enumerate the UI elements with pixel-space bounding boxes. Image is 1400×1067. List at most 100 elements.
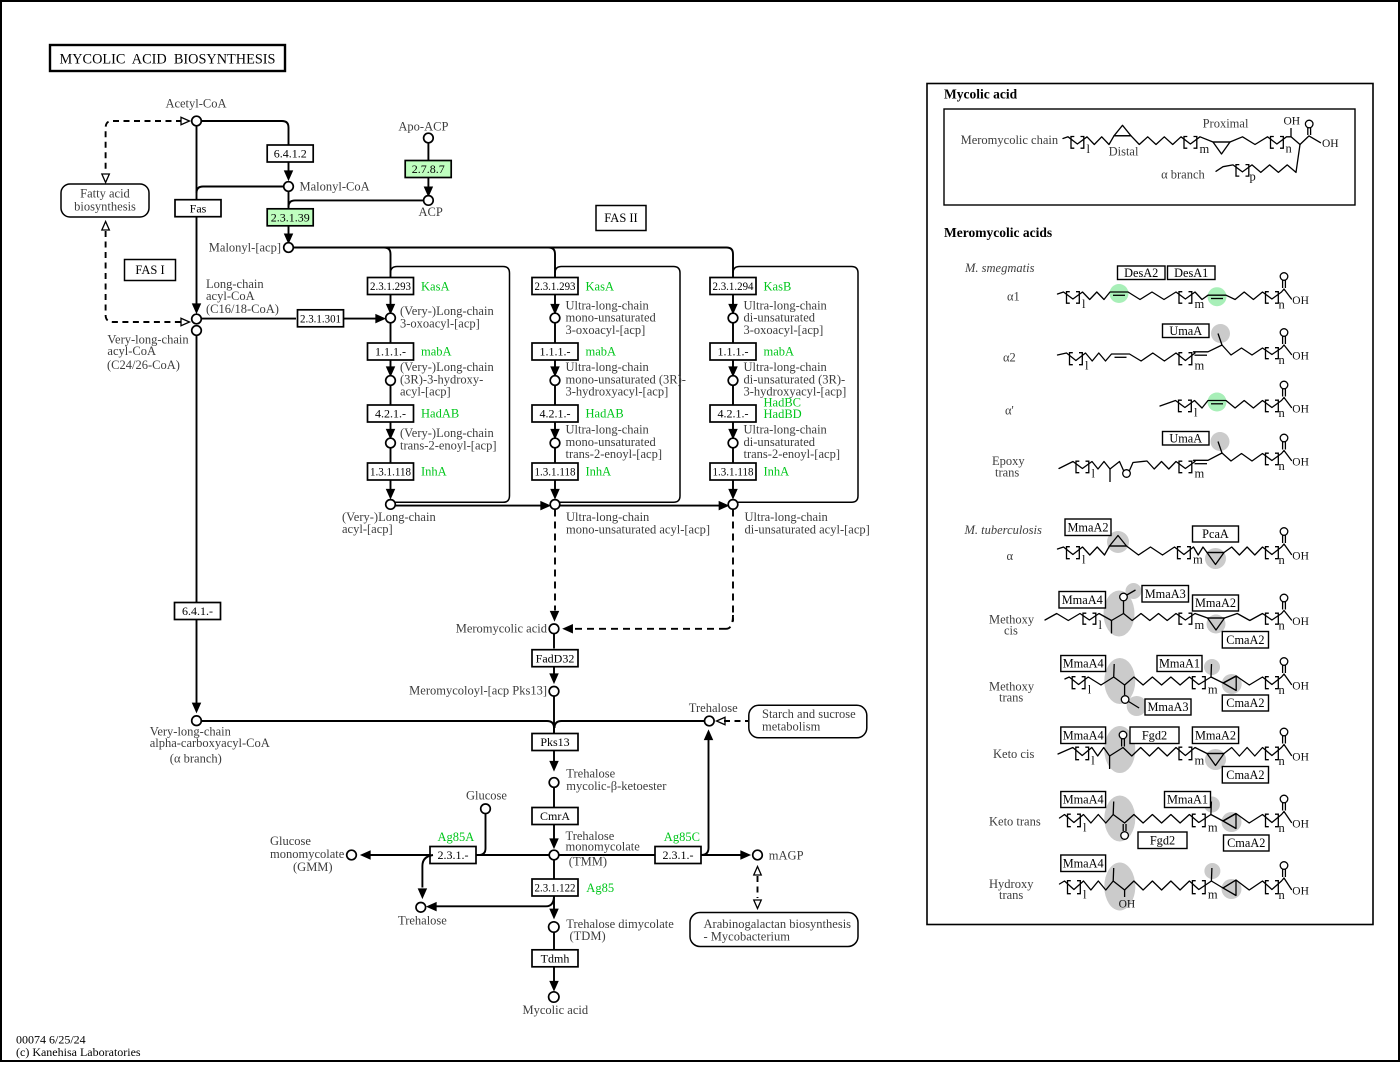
svg-text:M. smegmatis: M. smegmatis [964,261,1035,275]
svg-text:2.3.1.293: 2.3.1.293 [370,279,411,293]
svg-text:(C16/18-CoA): (C16/18-CoA) [206,302,279,316]
svg-text:(c) Kanehisa Laboratories: (c) Kanehisa Laboratories [16,1045,141,1059]
svg-text:Ultra-long-chain: Ultra-long-chain [566,360,650,374]
svg-text:l: l [1085,359,1089,373]
svg-text:Methoxy: Methoxy [989,613,1035,627]
svg-text:6.4.1.-: 6.4.1.- [182,604,213,618]
svg-text:2.3.1.-: 2.3.1.- [438,848,469,862]
svg-text:Hydroxy: Hydroxy [989,877,1034,891]
svg-text:Ag85A: Ag85A [438,830,475,844]
svg-text:n: n [1279,459,1286,473]
svg-text:1.1.1.-: 1.1.1.- [375,345,406,359]
svg-text:Arabinogalactan biosynthesis: Arabinogalactan biosynthesis [704,917,852,931]
svg-text:Very-long-chain: Very-long-chain [107,333,189,347]
svg-text:mabA: mabA [421,345,452,359]
svg-text:n: n [1279,406,1286,420]
svg-text:Fatty acid: Fatty acid [80,187,130,201]
svg-text:m: m [1195,467,1205,481]
svg-text:InhA: InhA [421,465,447,479]
svg-text:di-unsaturated: di-unsaturated [744,311,816,325]
svg-text:cis: cis [1004,624,1018,638]
svg-text:OH: OH [1292,551,1309,563]
svg-text:α2: α2 [1003,351,1016,365]
svg-text:l: l [1099,618,1103,632]
svg-text:m: m [1195,754,1205,768]
svg-text:mAGP: mAGP [769,849,804,863]
svg-text:l: l [1194,406,1198,420]
svg-text:mono-unsaturated: mono-unsaturated [566,435,657,449]
svg-text:UmaA: UmaA [1169,324,1202,338]
svg-text:n: n [1279,888,1286,902]
svg-text:Keto trans: Keto trans [989,814,1041,828]
svg-text:1.1.1.-: 1.1.1.- [540,345,571,359]
svg-text:Tdmh: Tdmh [541,952,570,966]
svg-text:Distal: Distal [1109,145,1139,159]
svg-text:Trehalose: Trehalose [689,701,738,715]
svg-text:n: n [1279,353,1286,367]
svg-text:Glucose: Glucose [270,834,311,848]
svg-text:FAS I: FAS I [135,263,164,277]
svg-text:OH: OH [1292,295,1309,307]
svg-text:OH: OH [1292,457,1309,469]
svg-text:l: l [1083,821,1087,835]
svg-text:Long-chain: Long-chain [206,277,264,291]
svg-text:m: m [1208,821,1218,835]
svg-text:Keto cis: Keto cis [993,747,1034,761]
svg-text:OH: OH [1292,404,1309,416]
svg-text:OH: OH [1292,616,1309,628]
svg-text:HadBD: HadBD [764,407,802,421]
svg-text:Ultra-long-chain: Ultra-long-chain [744,423,828,437]
svg-text:OH: OH [1292,819,1309,831]
svg-text:Malonyl-CoA: Malonyl-CoA [300,180,370,194]
svg-text:mycolic-β-ketoester: mycolic-β-ketoester [566,779,667,793]
svg-text:3-oxoacyl-[acp]: 3-oxoacyl-[acp] [566,323,646,337]
svg-text:(Very-)Long-chain: (Very-)Long-chain [400,304,494,318]
svg-text:2.3.1.122: 2.3.1.122 [535,881,576,895]
svg-text:3-hydroxyacyl-[acp]: 3-hydroxyacyl-[acp] [566,385,669,399]
svg-text:l: l [1083,888,1087,902]
svg-text:Proximal: Proximal [1203,117,1249,131]
svg-text:MmaA2: MmaA2 [1195,596,1236,610]
svg-text:(C24/26-CoA): (C24/26-CoA) [107,358,180,372]
svg-text:Fgd2: Fgd2 [1142,728,1167,742]
svg-text:DesA2: DesA2 [1124,266,1158,280]
svg-text:Apo-ACP: Apo-ACP [398,120,448,134]
svg-text:CmaA2: CmaA2 [1226,633,1264,647]
svg-text:Meromycoloyl-[acp Pks13]: Meromycoloyl-[acp Pks13] [409,684,547,698]
svg-text:UmaA: UmaA [1169,431,1202,445]
svg-text:OH: OH [1292,351,1309,363]
svg-text:acyl-CoA: acyl-CoA [206,289,255,303]
svg-text:00074 6/25/24: 00074 6/25/24 [16,1033,86,1047]
svg-text:l: l [1088,683,1092,697]
svg-text:n: n [1286,142,1293,156]
svg-text:(Very-)Long-chain: (Very-)Long-chain [342,510,436,524]
svg-text:monomycolate: monomycolate [566,840,641,854]
svg-text:l: l [1087,142,1091,156]
svg-text:Fgd2: Fgd2 [1150,833,1175,847]
svg-text:MmaA2: MmaA2 [1068,520,1109,534]
svg-text:2.3.1.301: 2.3.1.301 [300,312,341,326]
svg-text:trans-2-enoyl-[acp]: trans-2-enoyl-[acp] [400,439,496,453]
svg-text:OH: OH [1119,899,1136,911]
svg-text:(Very-)Long-chain: (Very-)Long-chain [400,360,494,374]
svg-text:6.4.1.2: 6.4.1.2 [274,147,307,161]
svg-text:m: m [1208,683,1218,697]
svg-text:Ultra-long-chain: Ultra-long-chain [744,360,828,374]
svg-text:acyl-[acp]: acyl-[acp] [400,385,451,399]
svg-text:n: n [1279,298,1286,312]
svg-text:Epoxy: Epoxy [992,454,1025,468]
svg-text:CmaA2: CmaA2 [1226,696,1264,710]
svg-text:Mycolic acid: Mycolic acid [944,87,1018,102]
svg-text:Very-long-chain: Very-long-chain [150,724,232,738]
svg-text:1.3.1.118: 1.3.1.118 [535,465,576,479]
svg-text:acyl-[acp]: acyl-[acp] [342,522,393,536]
svg-text:Starch and sucrose: Starch and sucrose [762,707,856,721]
svg-text:MmaA4: MmaA4 [1062,593,1103,607]
svg-text:MmaA2: MmaA2 [1195,728,1236,742]
svg-text:2.7.8.7: 2.7.8.7 [412,162,445,176]
svg-text:l: l [1092,467,1096,481]
svg-text:Meromycolic chain: Meromycolic chain [961,133,1059,147]
svg-text:MmaA4: MmaA4 [1063,856,1104,870]
svg-text:OH: OH [1322,138,1339,150]
svg-text:Glucose: Glucose [466,789,507,803]
